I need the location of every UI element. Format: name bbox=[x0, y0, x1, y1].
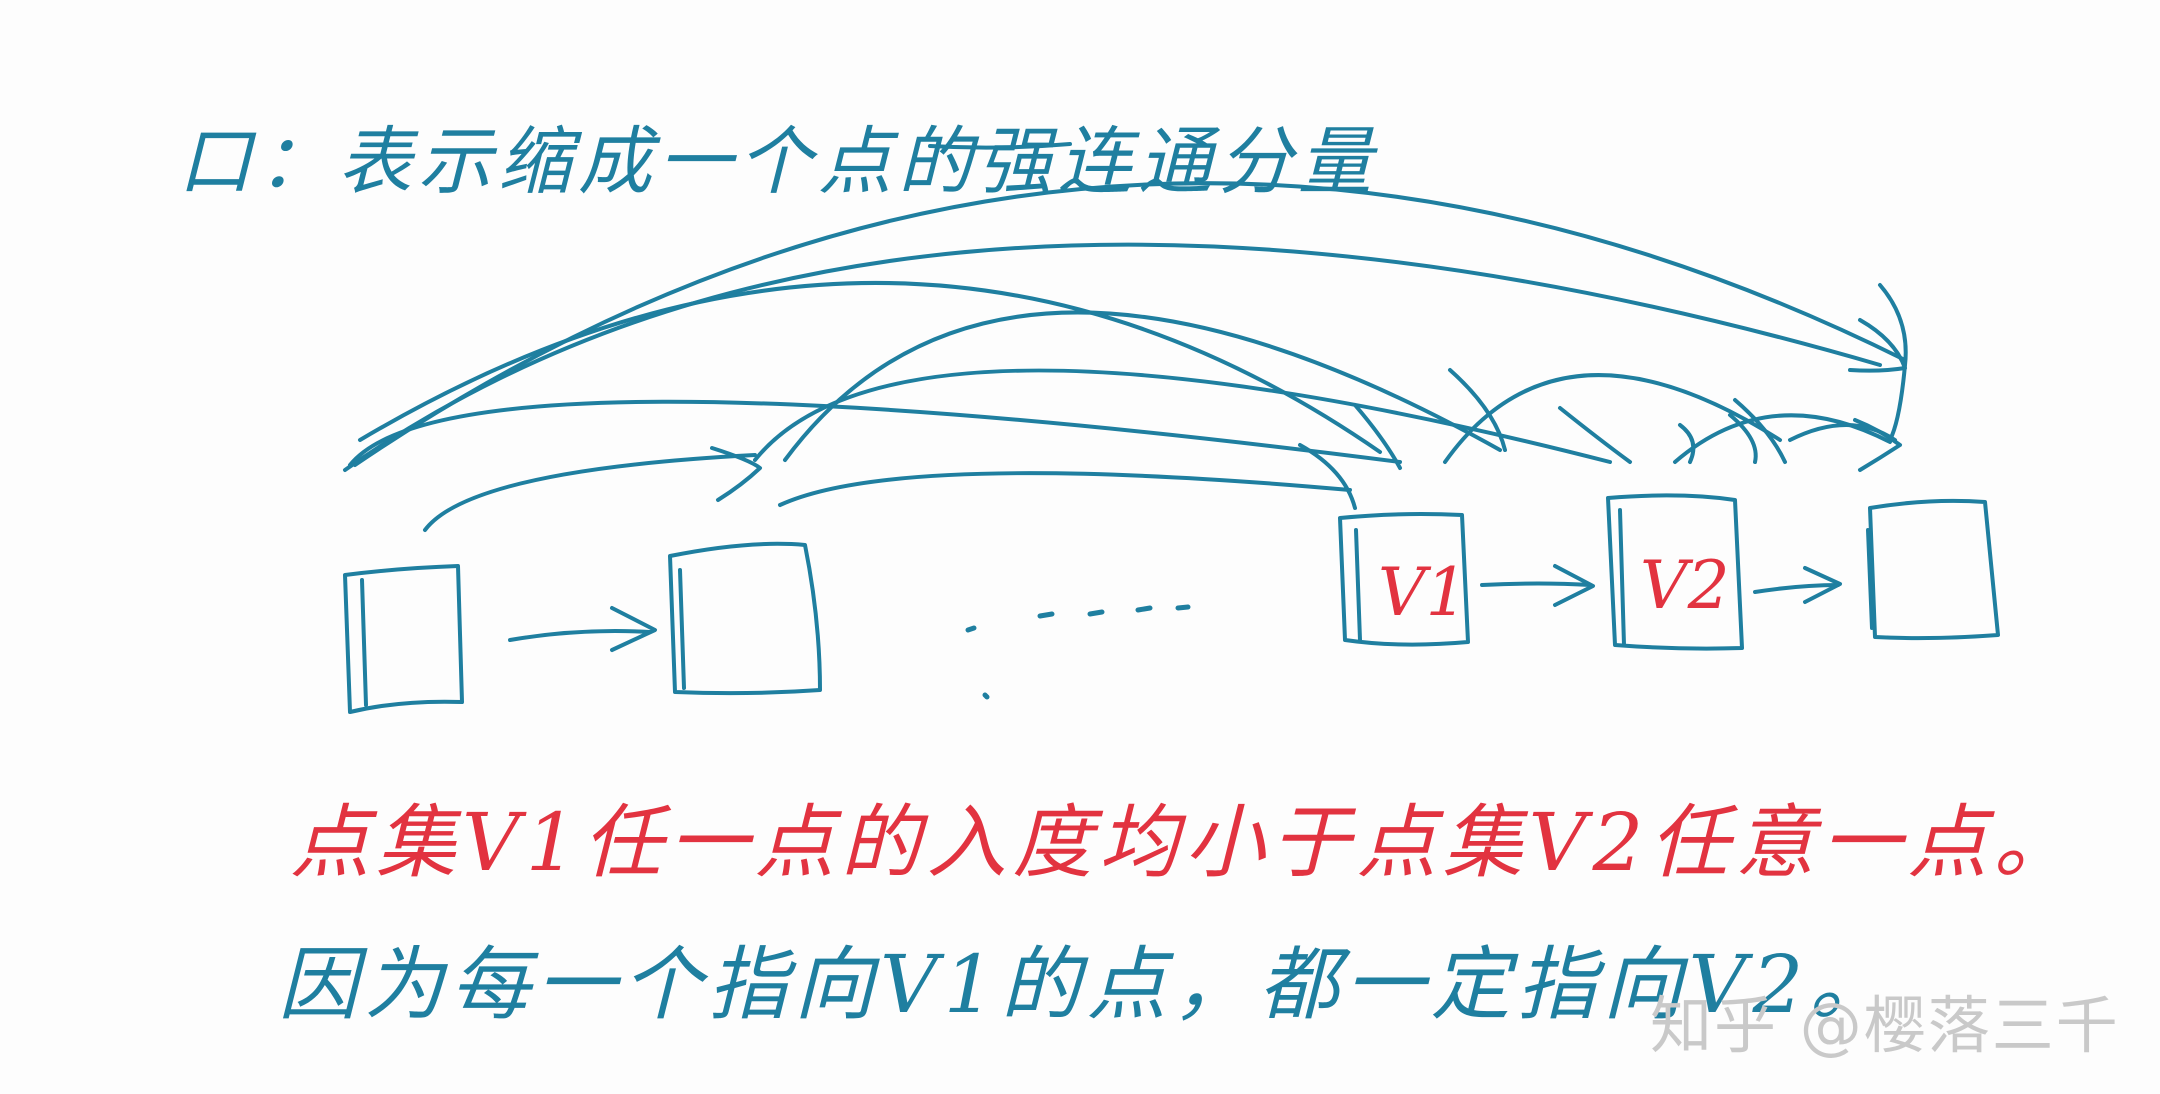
watermark-text: 知乎 @樱落三千 bbox=[1650, 989, 2120, 1062]
node-box-v1 bbox=[1338, 512, 1470, 647]
ellipsis-dots bbox=[965, 604, 1191, 700]
statement-blue: 因为每一个指向V1的点，都一定指向V2。 bbox=[278, 938, 1896, 1031]
node-label-v2: V2 bbox=[1640, 547, 1730, 624]
edge-curve-11 bbox=[353, 181, 1908, 467]
edge-curve-3 bbox=[348, 399, 1402, 470]
edge-curve-9 bbox=[1788, 423, 1897, 442]
node-box-2 bbox=[668, 541, 822, 696]
legend-text: 口：表示缩成一个点的强连通分量 bbox=[178, 119, 1378, 205]
edge-curve-10 bbox=[343, 242, 1907, 472]
edge-curve-6 bbox=[358, 281, 1382, 454]
edge-v2-5 bbox=[1753, 566, 1842, 604]
statement-red: 点集V1任一点的入度均小于点集V2任意一点。 bbox=[290, 796, 2080, 889]
node-box-5 bbox=[1866, 498, 2000, 641]
edge-curve-7 bbox=[1443, 373, 1787, 464]
node-box-1 bbox=[343, 564, 464, 714]
edge-curve-5 bbox=[783, 310, 1507, 462]
legend-underline bbox=[928, 142, 1072, 150]
edge-v1-v2 bbox=[1480, 564, 1595, 607]
edge-curve-4 bbox=[753, 368, 1632, 464]
node-box-v2 bbox=[1606, 493, 1744, 651]
edge-curve-1 bbox=[423, 446, 762, 532]
edge-curve-2 bbox=[778, 443, 1357, 510]
edge-curve-8 bbox=[1673, 413, 1902, 472]
node-label-v1: V1 bbox=[1378, 554, 1468, 631]
edge-1-2 bbox=[508, 606, 657, 652]
